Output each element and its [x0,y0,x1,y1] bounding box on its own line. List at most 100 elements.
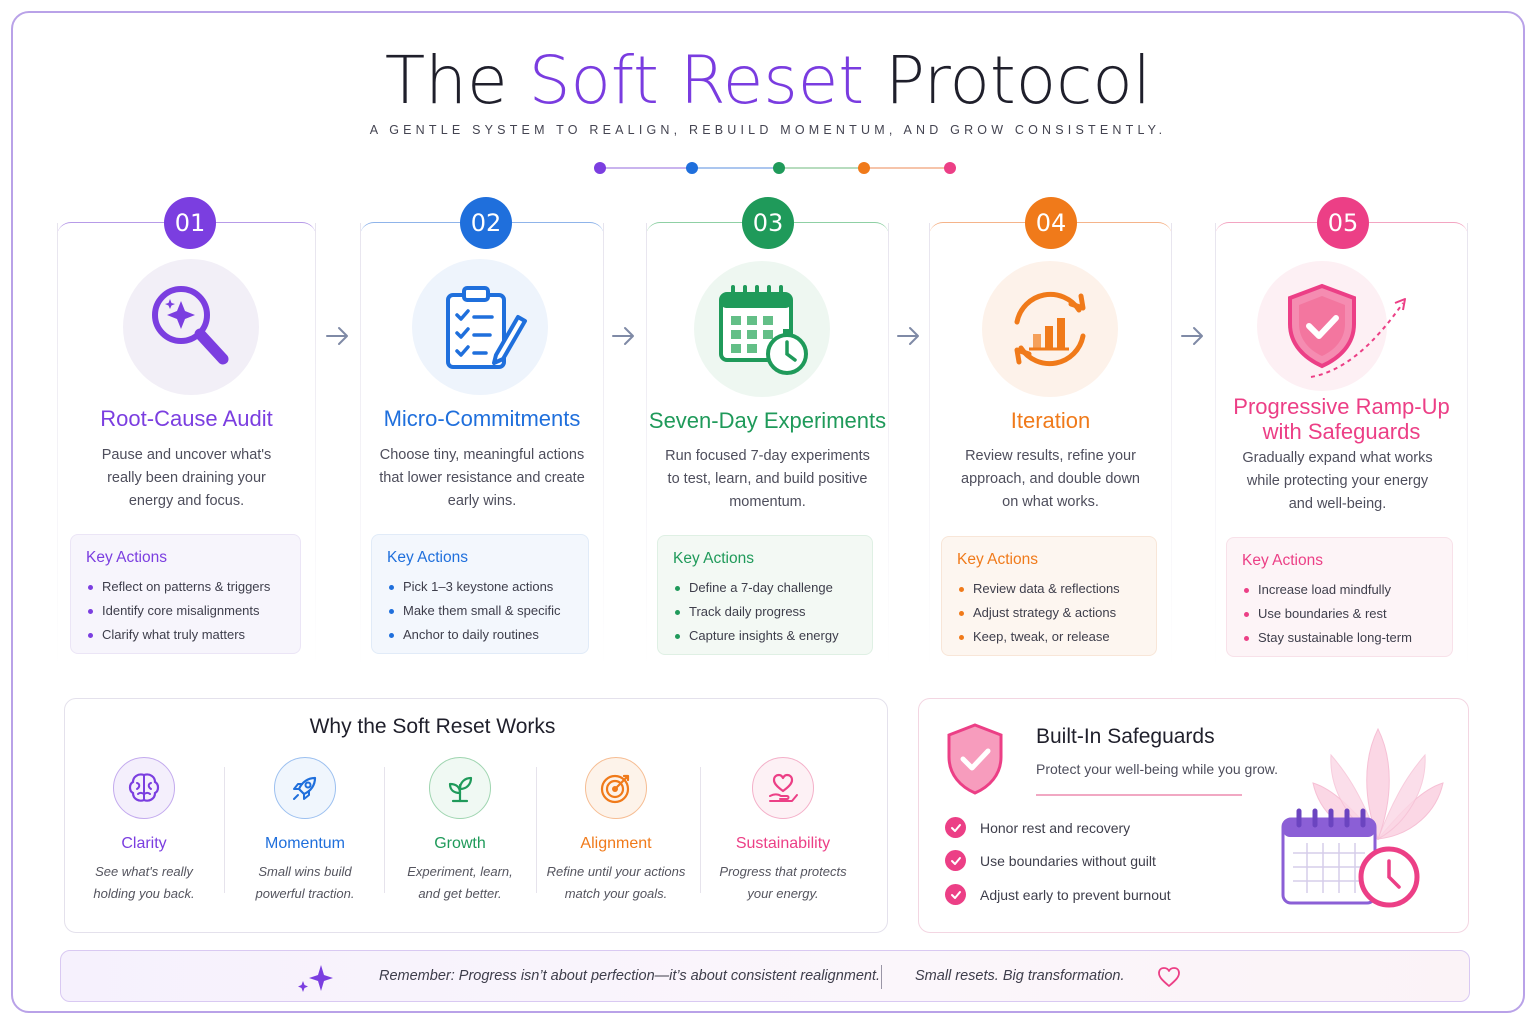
brain-icon [113,757,175,819]
benefit-growth: Growth Experiment, learn,and get better. [390,757,530,905]
clipboard-checklist-icon [446,286,527,369]
check-circle-icon [945,884,966,905]
calendar-stopwatch-icon [719,285,808,375]
arrow-right-icon [612,327,634,345]
step-number-badge: 04 [1025,197,1077,249]
sparkle-icon [298,965,333,992]
page-subtitle: A GENTLE SYSTEM TO REALIGN, REBUILD MOME… [369,123,1167,137]
key-action-item: Define a 7-day challenge [673,576,872,600]
step-title: Iteration [1010,408,1091,433]
remember-text: Remember: Progress isn’t about perfectio… [379,968,881,984]
rocket-icon [274,757,336,819]
step-icon-circle [982,261,1118,397]
cycle-chart-icon [1014,291,1086,367]
key-action-item: Anchor to daily routines [387,623,588,647]
key-action-item: Adjust strategy & actions [957,601,1156,625]
benefit-name: Sustainability [735,835,831,852]
target-icon [585,757,647,819]
step-description: Review results, refine your approach, an… [961,448,1140,510]
key-action-item: Make them small & specific [387,599,588,623]
remember-banner: Remember: Progress isn’t about perfectio… [60,950,1470,1002]
key-action-item: Increase load mindfully [1242,578,1452,602]
key-actions-label: Key Actions [86,549,167,566]
safeguard-item: Use boundaries without guilt [945,850,1156,871]
progress-dots [594,162,956,174]
key-actions-label: Key Actions [1242,552,1323,569]
safeguard-item: Honor rest and recovery [945,817,1130,838]
step-number-badge: 02 [460,197,512,249]
why-title: Why the Soft Reset Works [309,715,556,738]
key-action-item: Capture insights & energy [673,624,872,648]
key-actions-box: Key Actions Reflect on patterns & trigge… [70,534,301,654]
divider [1036,794,1242,796]
why-it-works-panel: Why the Soft Reset Works Clarity See wha… [64,698,888,933]
step-title: Seven-Day Experiments [648,408,887,433]
step-card-seven-day-experiments: 03 Seven-Day Experiments Run focused 7-d… [646,197,889,668]
step-card-micro-commitments: 02 Micro-Commitments Choose tiny, meanin… [360,197,604,668]
key-action-item: Identify core misalignments [86,599,300,623]
check-circle-icon [945,817,966,838]
step-icon-circle [412,259,548,395]
key-action-item: Keep, tweak, or release [957,625,1156,649]
safeguards-panel: Built-In Safeguards Protect your well-be… [918,698,1469,933]
page-title: The Soft Reset Protocol [384,42,1152,119]
key-actions-box: Key Actions Increase load mindfully Use … [1226,537,1453,657]
step-title: Micro-Commitments [383,406,581,431]
shield-check-icon [1288,283,1356,369]
step-title: Root-Cause Audit [100,406,273,431]
benefit-name: Alignment [580,835,652,852]
key-actions-box: Key Actions Review data & reflections Ad… [941,536,1157,656]
key-action-item: Pick 1–3 keystone actions [387,575,588,599]
key-actions-label: Key Actions [673,550,754,567]
step-description: Choose tiny, meaningful actions that low… [379,447,585,509]
safeguards-subtitle: Protect your well-being while you grow. [1036,761,1279,777]
calendar-clock-icon [1281,808,1420,908]
benefit-name: Momentum [264,835,346,852]
key-action-item: Clarify what truly matters [86,623,300,647]
benefit-text: Experiment, learn,and get better. [407,864,513,901]
key-action-item: Reflect on patterns & triggers [86,575,300,599]
arrow-right-icon [326,327,348,345]
trend-arrow-icon [1310,298,1406,378]
benefit-name: Growth [434,835,486,852]
step-number-badge: 05 [1317,197,1369,249]
key-actions-label: Key Actions [387,549,468,566]
step-description: Run focused 7-day experiments to test, l… [665,448,870,510]
step-number-badge: 03 [742,197,794,249]
shield-check-icon [947,723,1003,795]
safeguard-item: Adjust early to prevent burnout [945,884,1171,905]
step-icon-circle [1257,261,1387,391]
key-action-item: Track daily progress [673,600,872,624]
sprout-icon [429,757,491,819]
heart-icon [1158,967,1180,987]
step-description: Gradually expand what works while protec… [1242,450,1433,512]
key-actions-box: Key Actions Define a 7-day challenge Tra… [657,535,873,655]
key-action-item: Use boundaries & rest [1242,602,1452,626]
key-action-item: Review data & reflections [957,577,1156,601]
tagline-text: Small resets. Big transformation. [915,968,1125,984]
key-actions-box: Key Actions Pick 1–3 keystone actions Ma… [371,534,589,654]
safeguards-title: Built-In Safeguards [1036,725,1215,748]
step-icon-circle [694,261,830,397]
step-description: Pause and uncover what's really been dra… [101,447,272,509]
benefit-name: Clarity [121,835,167,852]
heart-hand-icon [752,757,814,819]
check-circle-icon [945,850,966,871]
step-icon-circle [123,259,259,395]
step-card-root-cause-audit: 01 Root-Cause Audit Pause and uncover wh… [57,197,316,668]
step-number-badge: 01 [164,197,216,249]
step-card-iteration: 04 Iteration Review results, refine your… [929,197,1172,668]
magnifier-sparkle-icon [152,286,229,365]
key-actions-label: Key Actions [957,551,1038,568]
arrow-right-icon [897,327,919,345]
